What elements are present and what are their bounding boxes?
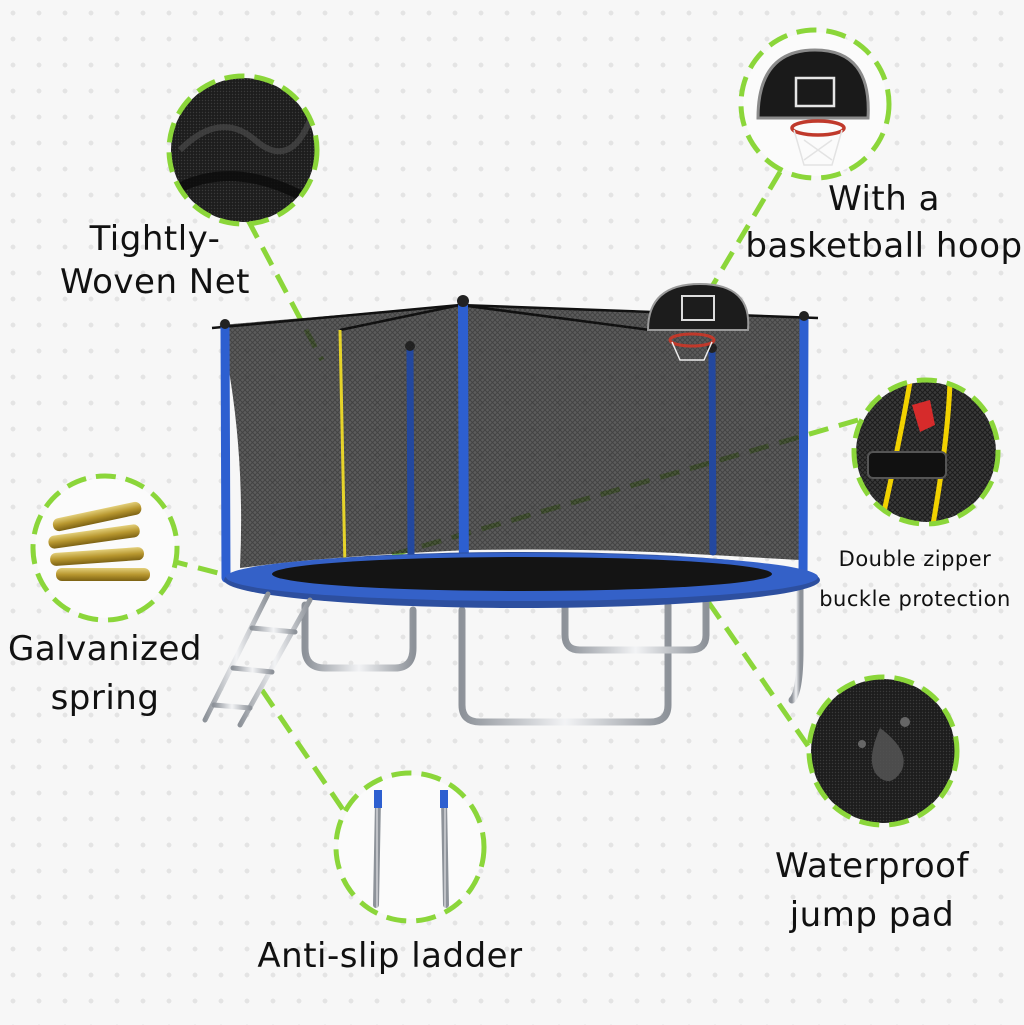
ladder-icon (373, 797, 449, 908)
leader-pad (697, 588, 811, 748)
trampoline-ladder (202, 591, 313, 728)
label-tightly-woven-net: Tightly- Woven Net (40, 218, 270, 303)
label-zipper-line1: Double zipper (838, 547, 992, 571)
label-ladder-line1: Anti-slip ladder (257, 936, 523, 976)
leader-hoop (701, 170, 783, 302)
callout-ladder-circle (333, 770, 487, 924)
label-zipper-line2: buckle protection (819, 586, 1011, 611)
net-basketball-hoop (646, 282, 750, 361)
water-drop-icon (871, 728, 904, 782)
net-zipper (338, 329, 347, 569)
callout-net-circle (166, 73, 320, 227)
poles (220, 300, 809, 605)
label-pad-line1: Waterproof (775, 846, 969, 886)
callout-hoop-circle (738, 27, 892, 181)
label-hoop-line1: With a (828, 179, 940, 219)
jump-mat (272, 557, 772, 591)
label-anti-slip-ladder: Anti-slip ladder (240, 935, 540, 978)
zipper-pull-icon (912, 400, 935, 432)
label-pad-line2: jump pad (789, 895, 955, 936)
trampoline (202, 282, 820, 728)
label-waterproof-jump-pad: Waterproof jump pad (762, 842, 982, 941)
callout-pad-circle (806, 674, 960, 828)
label-basketball-hoop: With a basketball hoop (744, 178, 1024, 267)
label-spring-line1: Galvanized (8, 629, 202, 669)
label-net-line1: Tightly- (89, 219, 221, 259)
callout-zipper-circle (851, 377, 1001, 527)
trampoline-legs (218, 581, 804, 726)
safety-net (220, 305, 808, 568)
basketball-backboard-icon (756, 48, 870, 120)
label-galvanized-spring: Galvanized spring (0, 625, 210, 724)
leader-ladder (259, 688, 353, 822)
callout-spring-circle (30, 473, 180, 623)
label-spring-line2: spring (50, 678, 160, 719)
label-double-zipper: Double zipper buckle protection (806, 540, 1024, 620)
spring-icon (48, 501, 150, 581)
label-hoop-line2: basketball hoop (745, 225, 1023, 266)
label-net-line2: Woven Net (59, 261, 250, 302)
